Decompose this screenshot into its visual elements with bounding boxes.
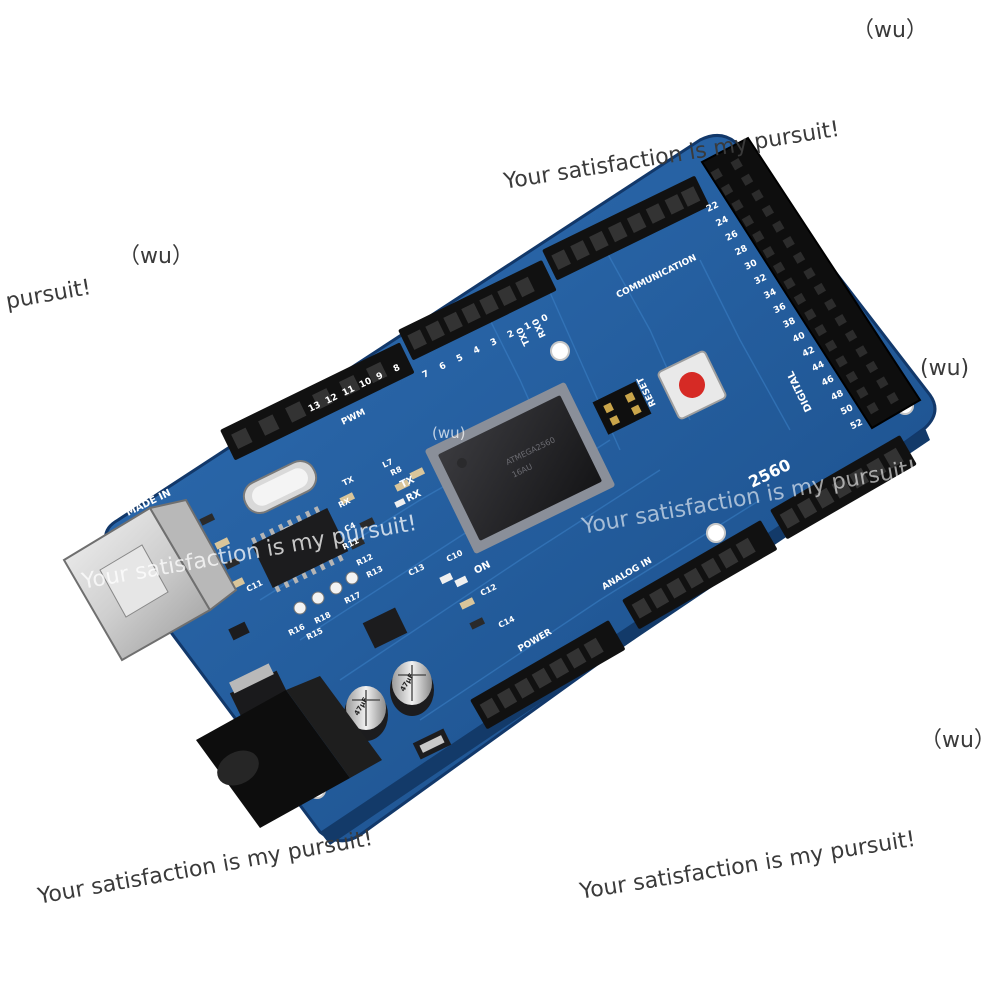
header-socket xyxy=(772,220,785,233)
capacitor-2 xyxy=(390,661,434,716)
header-socket xyxy=(824,339,838,352)
icsp-pads xyxy=(293,571,359,615)
header-communication xyxy=(542,176,710,280)
pin-label: 4 xyxy=(472,345,482,357)
header-socket xyxy=(710,168,723,181)
pin-label: 3 xyxy=(489,337,499,349)
header-socket xyxy=(804,308,817,321)
pin-label: 2 xyxy=(506,329,516,341)
header-socket xyxy=(730,158,743,171)
smd-components xyxy=(199,467,486,760)
pin-label: 9 xyxy=(375,371,385,383)
watermark-tag: (wu) xyxy=(432,424,466,442)
header-digital-double xyxy=(700,136,922,430)
watermark-tag: （wu） xyxy=(118,244,194,269)
header-socket xyxy=(855,345,868,358)
header-socket xyxy=(740,173,754,186)
reset-button xyxy=(657,350,727,420)
header-socket xyxy=(762,246,775,259)
watermark-tag: （wu） xyxy=(852,18,928,43)
header-analog-2 xyxy=(770,435,917,539)
header-socket xyxy=(856,386,869,399)
pin-label: 36 xyxy=(772,302,788,316)
header-socket xyxy=(865,360,879,374)
header-digital-mid xyxy=(398,260,557,360)
pin-label: 5 xyxy=(455,353,465,365)
crystal-oscillator xyxy=(242,460,318,514)
watermark-tag: （wu） xyxy=(920,728,996,753)
header-socket xyxy=(731,199,744,212)
header-socket xyxy=(876,376,889,389)
header-socket xyxy=(782,236,795,249)
pcb-edge xyxy=(320,428,930,845)
icsp-header xyxy=(592,381,652,435)
pin-label: 48 xyxy=(830,389,846,403)
pin-label: 0 xyxy=(540,313,550,325)
pin-label: 38 xyxy=(782,316,798,330)
header-socket xyxy=(824,298,837,311)
pin-label: 30 xyxy=(743,258,759,272)
pin-label: 26 xyxy=(724,229,740,243)
pin-label: 1 xyxy=(523,321,533,333)
header-socket xyxy=(793,292,807,306)
header-analog xyxy=(622,520,777,629)
pin-label: 42 xyxy=(801,345,817,359)
pin-label: 10 xyxy=(358,376,374,390)
pin-label: 12 xyxy=(324,392,340,406)
dc-power-jack xyxy=(196,676,382,828)
pin-label: 24 xyxy=(715,215,731,229)
watermark-tag: (wu) xyxy=(920,356,970,381)
header-socket xyxy=(751,189,764,202)
pin-label: 7 xyxy=(421,369,431,381)
mounting-hole xyxy=(550,341,570,361)
pin-label: 46 xyxy=(820,374,836,388)
header-socket xyxy=(813,282,827,296)
pin-label: 40 xyxy=(791,331,807,345)
header-socket xyxy=(720,183,734,196)
pin-label: 52 xyxy=(849,418,865,432)
header-socket xyxy=(792,251,806,264)
pin-label: 13 xyxy=(307,400,323,414)
pin-label: 44 xyxy=(811,360,827,374)
header-socket xyxy=(783,277,796,290)
pin-label: 22 xyxy=(705,200,721,214)
pin-label: 11 xyxy=(341,384,357,398)
header-socket xyxy=(845,370,859,384)
pin-label: 32 xyxy=(753,273,769,287)
header-power xyxy=(470,620,625,729)
header-socket xyxy=(844,329,858,342)
regulator-chip xyxy=(362,607,408,649)
header-socket xyxy=(834,314,847,327)
component-label: L7 xyxy=(381,457,395,470)
mounting-hole xyxy=(706,523,726,543)
header-socket xyxy=(761,204,775,218)
pin-label: 6 xyxy=(438,361,448,373)
header-socket xyxy=(835,355,848,368)
pin-label: 8 xyxy=(392,363,402,375)
pin-label: 28 xyxy=(734,244,750,258)
usb-connector xyxy=(62,498,238,662)
header-socket xyxy=(772,261,786,274)
header-socket xyxy=(866,402,879,415)
header-socket xyxy=(814,324,827,337)
pin-label: 34 xyxy=(763,287,779,301)
header-socket xyxy=(886,392,899,405)
pin-label: 50 xyxy=(839,403,855,417)
header-socket xyxy=(741,214,755,228)
header-socket xyxy=(752,230,765,243)
header-pwm-top xyxy=(220,343,414,460)
usb-serial-chip xyxy=(250,506,349,593)
atmega2560-chip: ATMEGA2560 16AU xyxy=(425,382,615,554)
arduino-mega-board: ATMEGA2560 16AU xyxy=(62,134,937,845)
header-socket xyxy=(803,267,816,280)
